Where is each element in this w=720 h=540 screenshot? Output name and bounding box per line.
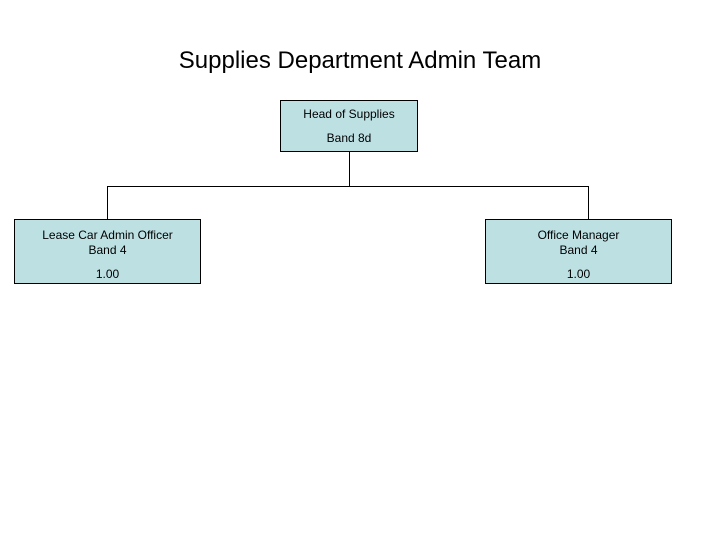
org-node-role: Head of Supplies — [303, 107, 395, 121]
org-node-band: Band 4 — [559, 243, 598, 257]
connector-drop-office-manager — [588, 186, 589, 219]
connector-root-stem — [349, 152, 350, 187]
org-node-fte: 1.00 — [95, 267, 120, 281]
org-node-fte: 1.00 — [566, 267, 591, 281]
page-title: Supplies Department Admin Team — [178, 47, 542, 74]
connector-drop-lease-car-admin-officer — [107, 186, 108, 219]
org-node-lease-car-admin-officer[interactable]: Lease Car Admin Officer Band 4 1.00 — [14, 219, 201, 284]
org-node-role: Lease Car Admin Officer — [42, 228, 173, 242]
org-node-band: Band 8d — [326, 131, 372, 145]
org-node-head-of-supplies[interactable]: Head of Supplies Band 8d — [280, 100, 418, 152]
org-node-office-manager[interactable]: Office Manager Band 4 1.00 — [485, 219, 672, 284]
org-node-band: Band 4 — [88, 243, 127, 257]
org-node-role: Office Manager — [537, 228, 620, 242]
connector-sibling-bar — [107, 186, 589, 187]
